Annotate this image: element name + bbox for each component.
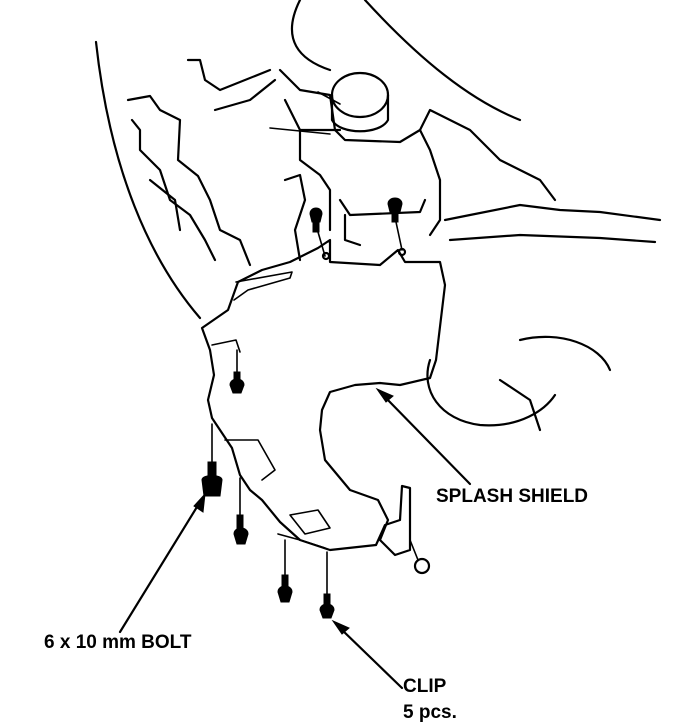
clip-lower-1: [233, 477, 249, 545]
engine-block: [278, 68, 662, 432]
arrow-splash-shield: [375, 387, 472, 486]
clip-label: CLIP: [403, 676, 447, 697]
clip-right: [409, 539, 431, 575]
bolt-6x10: [201, 423, 223, 497]
clip-lower-2: [277, 539, 293, 603]
splash-shield-label: SPLASH SHIELD: [436, 486, 589, 507]
splash-shield: [200, 238, 447, 557]
oil-filter: [269, 71, 390, 135]
subframe-outline: [126, 58, 277, 267]
wheel-well-arc: [94, 0, 522, 320]
arrow-clip: [331, 619, 404, 690]
arrow-bolt: [118, 492, 206, 634]
clip-top-left: [309, 207, 331, 261]
clip-left-upper: [229, 349, 245, 394]
clip-top-right: [387, 197, 407, 257]
clip-lower-3: [319, 551, 335, 619]
bolt-label: 6 x 10 mm BOLT: [44, 632, 192, 653]
clip-quantity-label: 5 pcs.: [403, 702, 457, 723]
